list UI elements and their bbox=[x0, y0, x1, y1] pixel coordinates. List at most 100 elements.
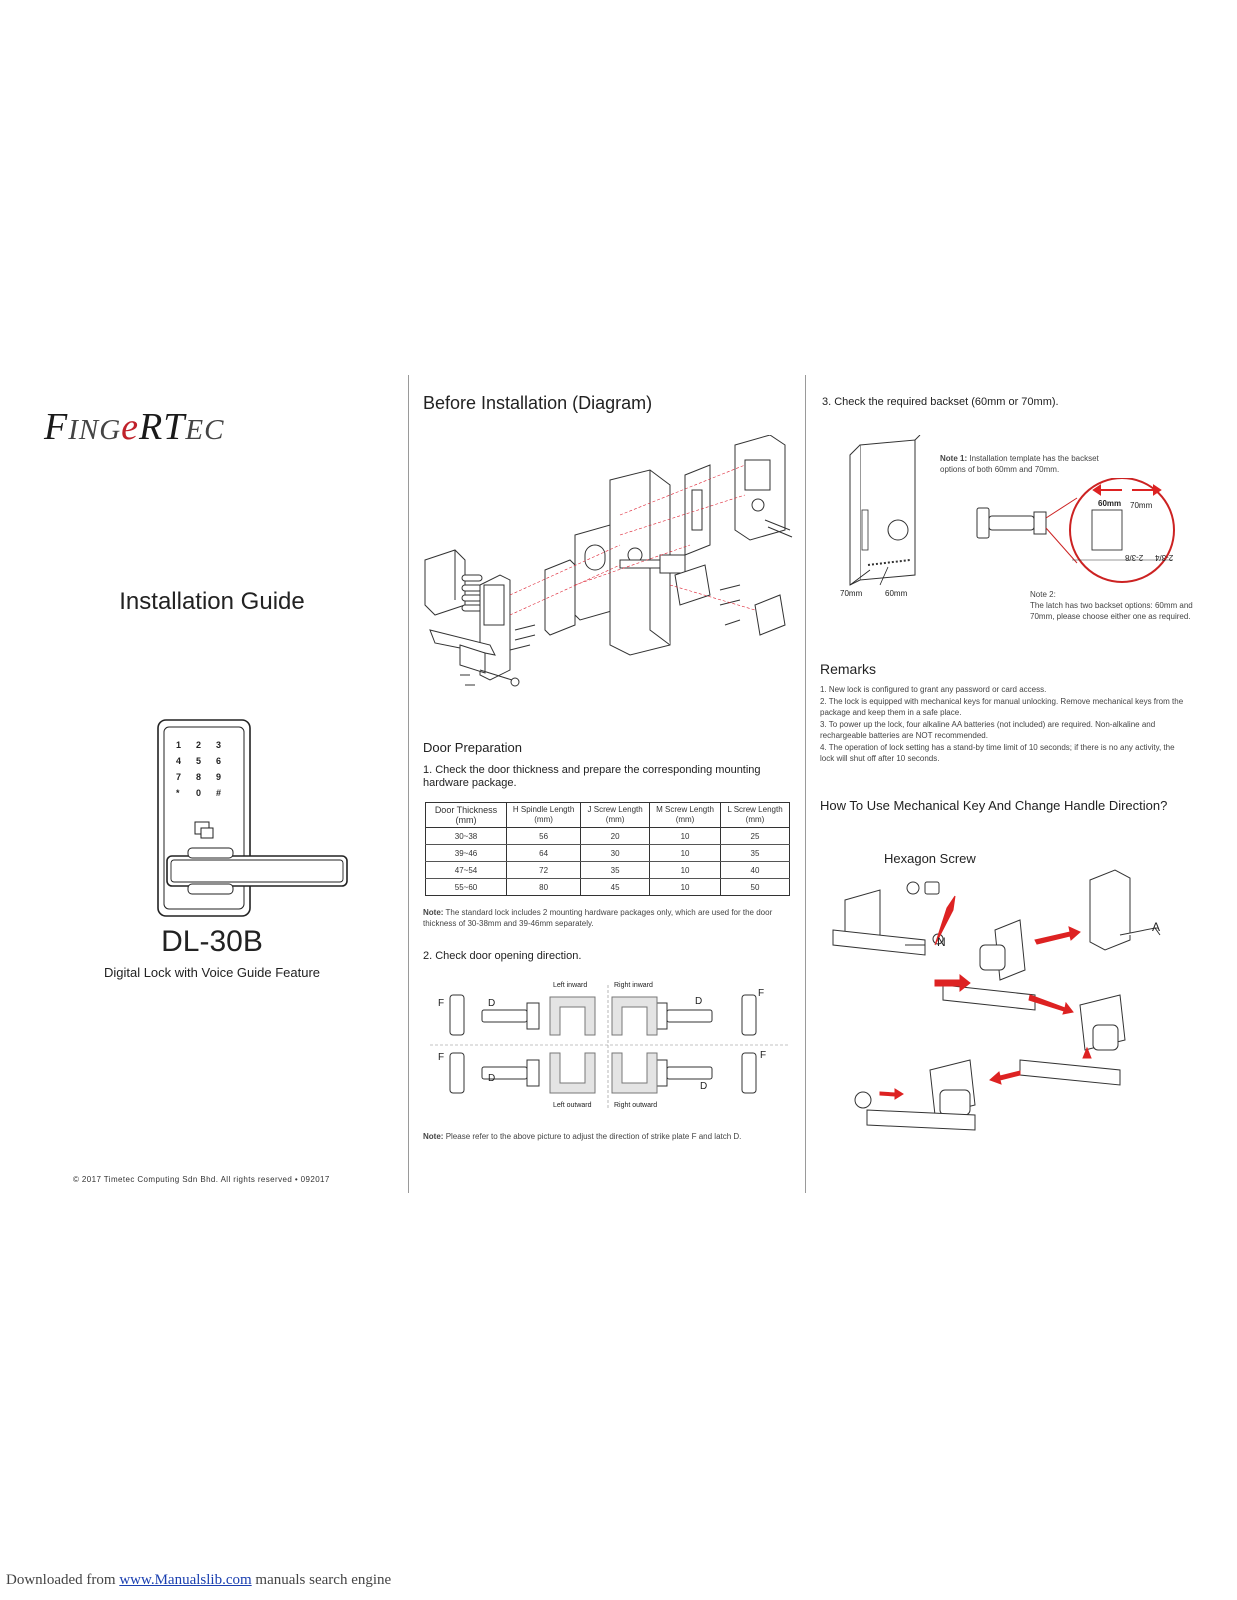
list-item: 1. New lock is configured to grant any p… bbox=[820, 685, 1047, 694]
download-footer: Downloaded from www.Manualslib.com manua… bbox=[6, 1572, 391, 1589]
label-f: F bbox=[758, 988, 765, 999]
backset-note-2: Note 2: The latch has two backset option… bbox=[1030, 589, 1195, 622]
table-header: L Screw Length (mm) bbox=[719, 802, 791, 828]
table-header: Door Thickness (mm) bbox=[425, 802, 507, 828]
remarks-list: 1. New lock is configured to grant any p… bbox=[820, 684, 1190, 765]
label-n: N bbox=[937, 935, 946, 949]
table-row: 47~54 72 35 10 40 bbox=[425, 861, 791, 879]
table-cell: 45 bbox=[580, 878, 651, 896]
footer-prefix: Downloaded from bbox=[6, 1572, 120, 1588]
table-row: 39~46 64 30 10 35 bbox=[425, 844, 791, 862]
note-text: Please refer to the above picture to adj… bbox=[445, 1132, 742, 1141]
column-divider-left bbox=[408, 375, 409, 1193]
label-d: D bbox=[488, 1073, 496, 1084]
backset-step: 3. Check the required backset (60mm or 7… bbox=[822, 396, 1059, 408]
ruler-60mm: 60mm bbox=[1098, 499, 1122, 508]
label-left-inward: Left inward bbox=[553, 982, 588, 989]
keypad-key: 0 bbox=[196, 788, 202, 798]
label-d: D bbox=[695, 996, 703, 1007]
model-name: DL-30B bbox=[161, 925, 263, 958]
ruler-imperial-a: 2-3/8 bbox=[1125, 553, 1144, 562]
label-right-inward: Right inward bbox=[614, 982, 653, 989]
note-label: Note: bbox=[423, 908, 444, 917]
table-cell: 25 bbox=[719, 827, 791, 845]
label-d: D bbox=[700, 1081, 708, 1092]
table-cell: 10 bbox=[649, 844, 721, 862]
installation-guide-title: Installation Guide bbox=[119, 588, 305, 615]
label-a: A bbox=[1152, 920, 1161, 934]
mechanical-key-heading: How To Use Mechanical Key And Change Han… bbox=[820, 798, 1168, 813]
lock-product-illustration bbox=[157, 719, 348, 917]
table-cell: 20 bbox=[580, 827, 651, 845]
list-item: 2. The lock is equipped with mechanical … bbox=[820, 696, 1184, 718]
label-f: F bbox=[438, 998, 445, 1009]
hardware-note: Note: The standard lock includes 2 mount… bbox=[423, 907, 778, 929]
label-f: F bbox=[438, 1052, 445, 1063]
keypad-key: 8 bbox=[196, 772, 202, 782]
table-row: 30~38 56 20 10 25 bbox=[425, 827, 791, 845]
table-cell: 47~54 bbox=[425, 861, 507, 879]
exploded-assembly-diagram bbox=[424, 435, 793, 687]
remarks-heading: Remarks bbox=[820, 661, 877, 677]
note-label: Note 2: bbox=[1030, 590, 1056, 599]
mechanical-key-diagram bbox=[832, 869, 1161, 1131]
label-left-outward: Left outward bbox=[553, 1102, 592, 1109]
keypad-key: 6 bbox=[216, 756, 222, 766]
table-cell: 40 bbox=[719, 861, 791, 879]
note-text: Installation template has the backset op… bbox=[940, 454, 1099, 474]
hardware-package-table: Door Thickness (mm) H Spindle Length (mm… bbox=[425, 802, 791, 896]
label-d: D bbox=[488, 998, 496, 1009]
table-cell: 72 bbox=[505, 861, 582, 879]
keypad-key: 2 bbox=[196, 740, 202, 750]
list-item: 4. The operation of lock setting has a s… bbox=[820, 742, 1175, 764]
fingertec-logo: FINGeRTEC bbox=[44, 406, 225, 448]
model-subtitle: Digital Lock with Voice Guide Feature bbox=[103, 965, 321, 980]
copyright: © 2017 Timetec Computing Sdn Bhd. All ri… bbox=[73, 1175, 330, 1184]
label-right-outward: Right outward bbox=[614, 1102, 658, 1109]
door-preparation-heading: Door Preparation bbox=[423, 740, 522, 755]
table-cell: 10 bbox=[649, 827, 721, 845]
table-cell: 30~38 bbox=[425, 827, 507, 845]
direction-note: Note: Please refer to the above picture … bbox=[423, 1131, 793, 1142]
keypad-key: 7 bbox=[176, 772, 182, 782]
door-direction-step: 2. Check door opening direction. bbox=[423, 950, 582, 962]
manualslib-link[interactable]: www.Manualslib.com bbox=[119, 1572, 252, 1588]
keypad-grid: 1 2 3 4 5 6 7 8 9 * 0 # bbox=[176, 740, 236, 798]
table-cell: 35 bbox=[719, 844, 791, 862]
table-cell: 80 bbox=[505, 878, 582, 896]
dimension-70mm: 70mm bbox=[840, 589, 863, 598]
backset-note-1: Note 1: Installation template has the ba… bbox=[940, 453, 1100, 475]
door-thickness-step: 1. Check the door thickness and prepare … bbox=[423, 764, 761, 789]
backset-door-diagram bbox=[849, 435, 921, 586]
note-text: The latch has two backset options: 60mm … bbox=[1030, 601, 1193, 621]
keypad-key: 5 bbox=[196, 756, 202, 766]
note-text: The standard lock includes 2 mounting ha… bbox=[423, 908, 773, 928]
ruler-70mm: 70mm bbox=[1130, 501, 1153, 510]
table-row: 55~60 80 45 10 50 bbox=[425, 878, 791, 896]
table-cell: 55~60 bbox=[425, 878, 507, 896]
footer-suffix: manuals search engine bbox=[251, 1572, 392, 1588]
table-cell: 35 bbox=[580, 861, 651, 879]
ruler-imperial-b: 2-3/4 bbox=[1155, 553, 1174, 562]
door-direction-diagram bbox=[430, 985, 790, 1110]
keypad-key: 4 bbox=[176, 756, 182, 766]
table-cell: 10 bbox=[649, 878, 721, 896]
label-f: F bbox=[760, 1050, 767, 1061]
table-cell: 50 bbox=[719, 878, 791, 896]
keypad-key: 3 bbox=[216, 740, 222, 750]
latch-backset-magnifier bbox=[976, 478, 1175, 583]
table-cell: 56 bbox=[505, 827, 582, 845]
list-item: 3. To power up the lock, four alkaline A… bbox=[820, 719, 1156, 741]
table-cell: 30 bbox=[580, 844, 651, 862]
table-header: H Spindle Length (mm) bbox=[505, 802, 582, 828]
note-label: Note: bbox=[423, 1132, 444, 1141]
table-header: J Screw Length (mm) bbox=[580, 802, 651, 828]
before-installation-heading: Before Installation (Diagram) bbox=[423, 393, 653, 413]
note-label: Note 1: bbox=[940, 454, 968, 463]
keypad-key: # bbox=[216, 788, 222, 798]
table-cell: 39~46 bbox=[425, 844, 507, 862]
keypad-key: 1 bbox=[176, 740, 182, 750]
dimension-60mm: 60mm bbox=[885, 589, 908, 598]
hexagon-screw-label: Hexagon Screw bbox=[884, 851, 976, 866]
table-cell: 10 bbox=[649, 861, 721, 879]
